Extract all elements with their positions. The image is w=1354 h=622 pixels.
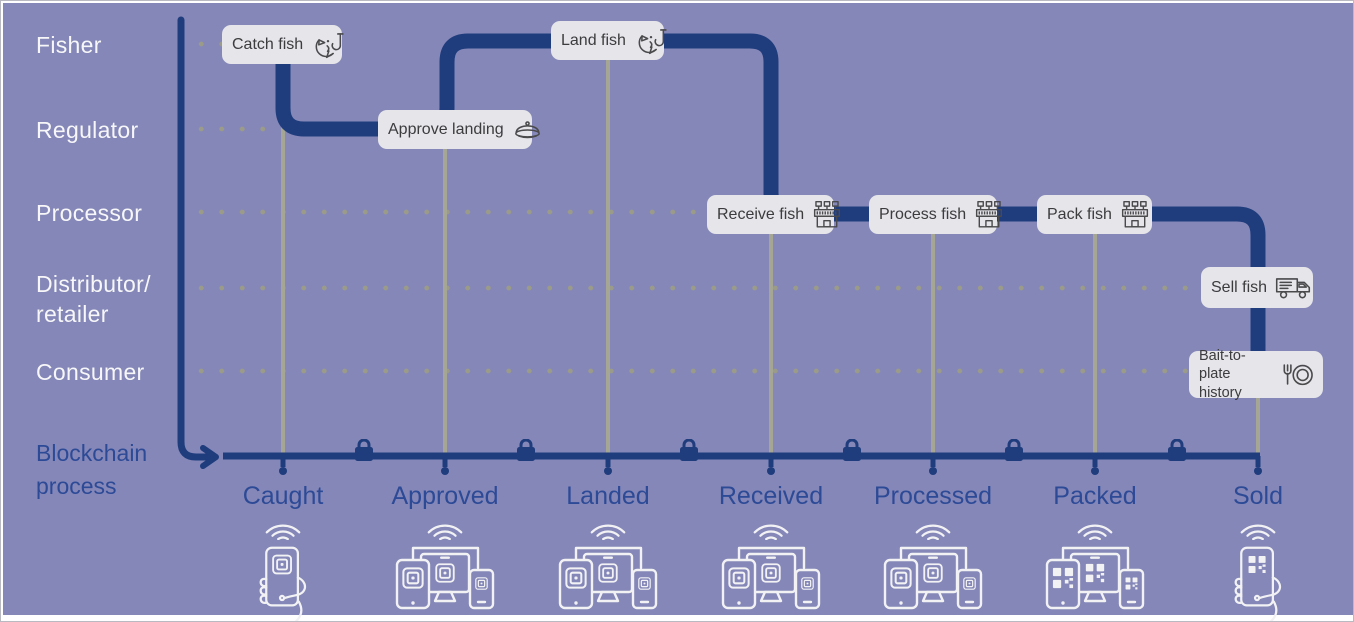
actor-label-regulator: Regulator <box>36 117 139 143</box>
dotted-row-processor <box>191 209 709 215</box>
fish-hook-icon <box>311 30 345 60</box>
event-label: Approve landing <box>388 120 504 138</box>
actor-label-fisher: Fisher <box>36 32 102 58</box>
stage-label: Landed <box>566 482 650 510</box>
event-box-land-fish: Land fish <box>551 21 664 60</box>
dotted-row-regulator <box>191 126 285 132</box>
wifi-icon <box>424 519 466 540</box>
event-label: Sell fish <box>1211 278 1268 296</box>
stage-label: Sold <box>1232 482 1284 510</box>
fish-hook-icon <box>634 26 668 56</box>
wifi-icon <box>1237 519 1279 540</box>
wifi-icon <box>587 519 629 540</box>
event-label: Receive fish <box>717 205 805 223</box>
stage-column-received: Received <box>690 482 852 618</box>
event-box-pack-fish: Pack fish <box>1037 195 1152 234</box>
factory-icon <box>974 200 1004 229</box>
grid-line-landed <box>606 57 610 453</box>
event-box-receive-fish: Receive fish <box>707 195 834 234</box>
event-box-bait-to-plate-history: Bait-to-plate history <box>1189 348 1323 401</box>
factory-icon <box>812 200 842 229</box>
devices-trio-icon <box>393 544 497 618</box>
wifi-icon <box>262 519 304 540</box>
axis-label-blockchain-process: Blockchain process <box>36 440 148 499</box>
wifi-icon <box>912 519 954 540</box>
grid-line-packed <box>1093 231 1097 453</box>
devices-trio-icon <box>556 544 660 618</box>
fork-plate-icon <box>1281 362 1313 387</box>
stage-label: Received <box>718 482 824 510</box>
dotted-row-consumer <box>191 368 1191 374</box>
event-label: Pack fish <box>1047 205 1112 223</box>
dotted-row-distributor <box>191 285 1203 291</box>
stage-column-landed: Landed <box>527 482 689 618</box>
stage-label: Caught <box>242 482 324 510</box>
delivery-truck-icon <box>1275 274 1311 301</box>
event-label: Process fish <box>879 205 967 223</box>
event-label: Land fish <box>561 31 626 49</box>
devices-trio-icon <box>719 544 823 618</box>
actor-label-distributor-retailer: Distributor/ retailer <box>36 271 151 327</box>
wifi-icon <box>1074 519 1116 540</box>
captain-hat-icon <box>512 119 543 141</box>
grid-line-processed <box>931 231 935 453</box>
dotted-row-fisher <box>191 41 225 47</box>
event-label: Bait-to-plate history <box>1199 348 1246 401</box>
actor-label-consumer: Consumer <box>36 359 145 385</box>
event-box-sell-fish: Sell fish <box>1201 267 1313 308</box>
event-label: Catch fish <box>232 35 304 53</box>
event-box-approve-landing: Approve landing <box>378 110 532 149</box>
phone-in-hand-icon <box>253 544 313 622</box>
stage-column-sold: Sold <box>1177 482 1339 622</box>
wifi-icon <box>750 519 792 540</box>
event-box-catch-fish: Catch fish <box>222 25 342 64</box>
grid-line-approved <box>443 147 447 453</box>
stage-label: Approved <box>391 482 499 510</box>
stage-column-caught: Caught <box>202 482 364 622</box>
actor-label-processor: Processor <box>36 200 143 226</box>
stage-column-approved: Approved <box>364 482 526 618</box>
grid-line-received <box>769 231 773 453</box>
stage-label: Processed <box>873 482 993 510</box>
grid-line-caught <box>281 61 285 453</box>
stage-label: Packed <box>1053 482 1137 510</box>
devices-trio-qr-icon <box>1043 544 1147 618</box>
devices-trio-icon <box>881 544 985 618</box>
event-box-process-fish: Process fish <box>869 195 997 234</box>
grid-line-sold <box>1256 395 1260 453</box>
stage-column-packed: Packed <box>1014 482 1176 618</box>
factory-icon <box>1120 200 1150 229</box>
stage-column-processed: Processed <box>852 482 1014 618</box>
phone-in-hand-qr-icon <box>1228 544 1288 622</box>
